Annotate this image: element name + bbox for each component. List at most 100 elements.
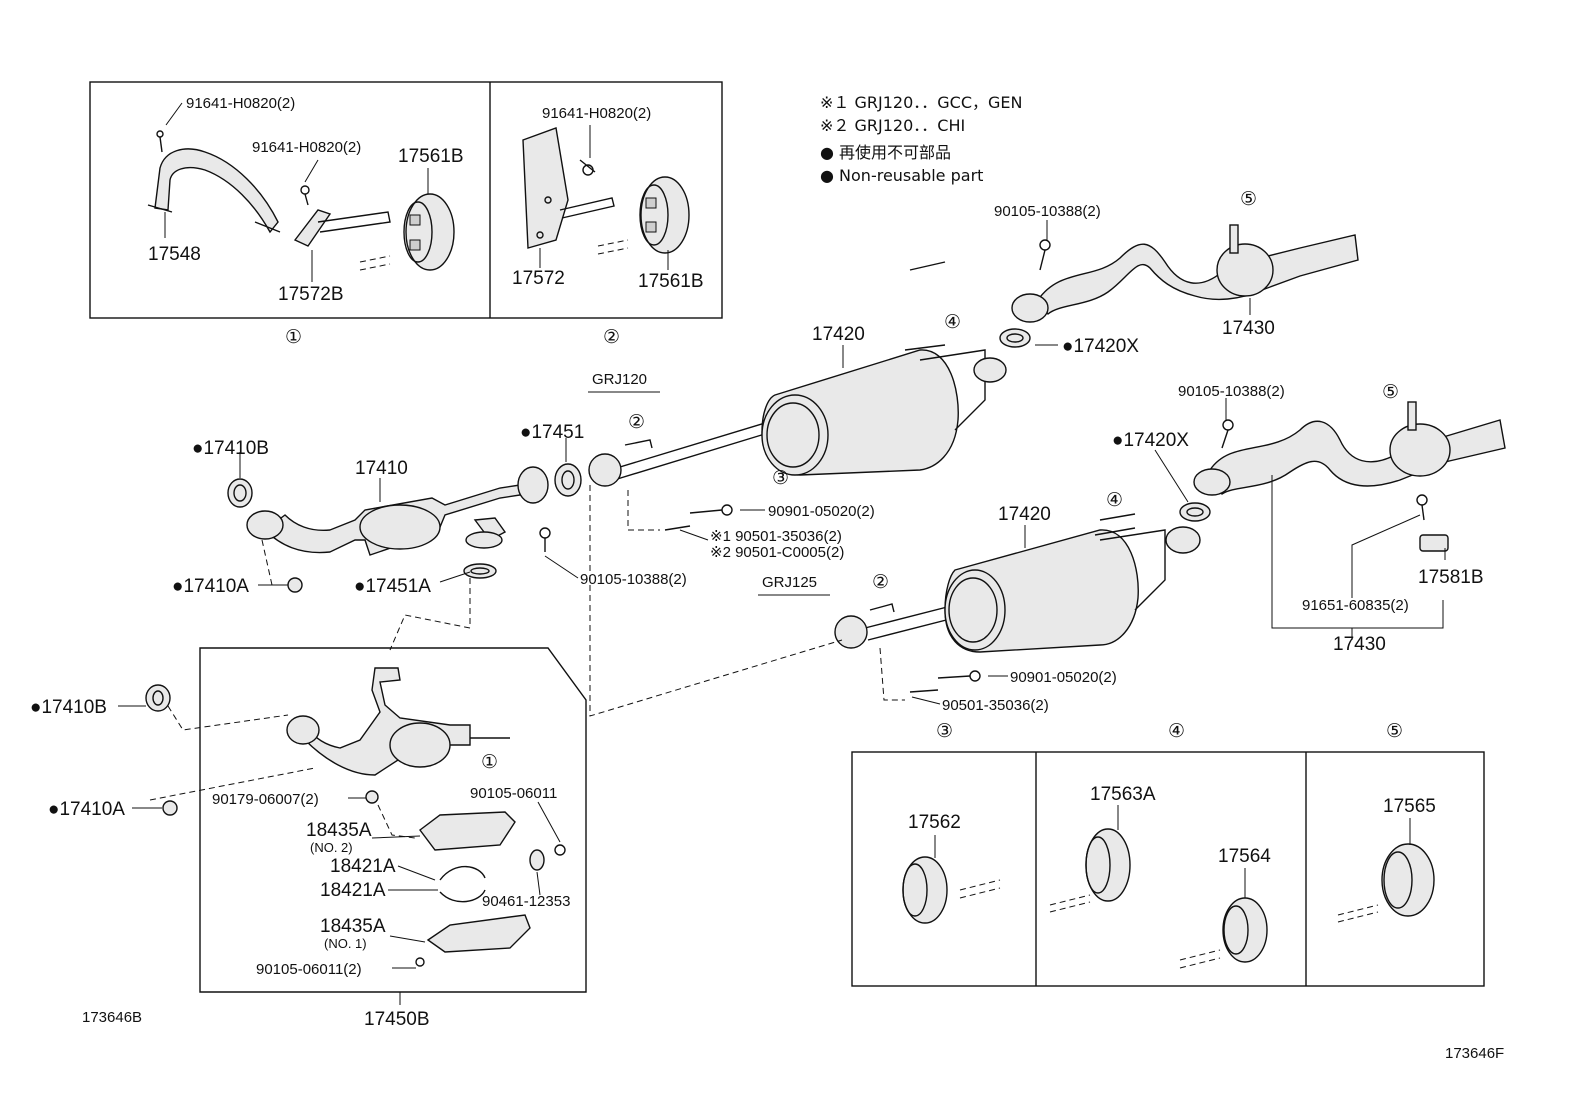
circled-3-upper: ③: [772, 468, 789, 489]
label-17420-lower: 17420: [998, 504, 1051, 525]
front-pipe-17410: [246, 466, 549, 556]
part-number-labels: 91641-H0820(2) 91641-H0820(2) 17561B 175…: [30, 95, 1484, 1030]
bolt-90901-upper: [664, 504, 733, 531]
label-17410b-lower: ●17410B: [30, 697, 107, 718]
label-90105-10388-front: 90105-10388(2): [580, 571, 687, 588]
gasket-17420x-lower: [1179, 502, 1211, 522]
label-17572b: 17572B: [278, 284, 344, 305]
box-17450b: [199, 647, 587, 993]
circled-4-box: ④: [1168, 721, 1185, 742]
box-mounts: [851, 751, 1485, 987]
note-nonreusable-jp: ● 再使用不可部品: [820, 143, 951, 162]
inset-box-hangers: [89, 81, 723, 319]
label-91641-h0820-a: 91641-H0820(2): [186, 95, 295, 112]
label-91641-h0820-b: 91641-H0820(2): [252, 139, 361, 156]
gasket-17451: [554, 463, 582, 497]
circled-3-box: ③: [936, 721, 953, 742]
label-17565: 17565: [1383, 796, 1436, 817]
rubber-mount-17564: [1179, 897, 1268, 969]
bolt-90105-10388-front: [539, 527, 551, 552]
label-90901-05020-lower: 90901-05020(2): [1010, 669, 1117, 686]
label-17410a-lower: ●17410A: [48, 799, 125, 820]
label-90179-06007: 90179-06007(2): [212, 791, 319, 808]
gasket-17451a: [463, 563, 497, 579]
label-17561b-b: 17561B: [638, 271, 704, 292]
rubber-hanger-17561b-a: [403, 193, 455, 271]
label-90105-06011-a: 90105-06011: [470, 785, 557, 802]
label-17450b: 17450B: [364, 1009, 430, 1030]
label-18435a-no1: 18435A: [320, 916, 386, 937]
label-17572: 17572: [512, 268, 565, 289]
front-pipe-17450b: [145, 667, 566, 967]
label-18421a-b: 18421A: [320, 880, 386, 901]
label-18421a-a: 18421A: [330, 856, 396, 877]
circled-1-box: ①: [285, 327, 302, 348]
figure-code-left: 173646B: [82, 1009, 142, 1026]
label-17451a: ●17451A: [354, 576, 431, 597]
muffler-17420-lower: [834, 513, 1201, 653]
circled-2-lower: ②: [872, 572, 889, 593]
label-17564: 17564: [1218, 846, 1271, 867]
rubber-hanger-17561b-b: [639, 176, 690, 254]
label-17420x-lower: ●17420X: [1112, 430, 1189, 451]
bolt-90105-10388-tail: [1039, 239, 1051, 271]
tailpipe-17430-lower: [1193, 401, 1506, 552]
label-18435a-no2: 18435A: [306, 820, 372, 841]
circled-2-upper: ②: [628, 412, 645, 433]
label-17410b-upper: ●17410B: [192, 438, 269, 459]
label-90501-35036-lower: 90501-35036(2): [942, 697, 1049, 714]
label-90105-06011-b: 90105-06011(2): [256, 961, 362, 978]
label-17420-upper: 17420: [812, 324, 865, 345]
label-grj120: GRJ120: [592, 371, 647, 388]
label-91641-h0820-c: 91641-H0820(2): [542, 105, 651, 122]
label-17410: 17410: [355, 458, 408, 479]
label-17410a-upper: ●17410A: [172, 576, 249, 597]
figure-codes: 173646B 173646F: [82, 1009, 1504, 1062]
bracket-17572b: [293, 185, 391, 271]
circled-1-lower: ①: [481, 752, 498, 773]
circled-2-box: ②: [603, 327, 620, 348]
rubber-mount-17562: [902, 856, 1001, 924]
leader-lines: [118, 102, 1446, 1005]
note-grj120-gcc-gen: ※１ GRJ120．．GCC，GEN: [820, 93, 1023, 112]
label-17581b: 17581B: [1418, 567, 1484, 588]
label-17562: 17562: [908, 812, 961, 833]
dashed-guides: [149, 485, 905, 839]
label-17430-upper: 17430: [1222, 318, 1275, 339]
circled-5-upper: ⑤: [1240, 189, 1257, 210]
hanger-bracket-17548: [147, 130, 281, 234]
label-90461-12353: 90461-12353: [482, 893, 570, 910]
tailpipe-17430-upper: [1011, 224, 1359, 323]
label-18435a-no2-sub: (NO. 2): [310, 840, 353, 855]
group-labels: GRJ120 GRJ125: [588, 371, 830, 596]
label-90105-10388-tail-upper: 90105-10388(2): [994, 203, 1101, 220]
nut-17410a-upper: [287, 577, 303, 593]
note-grj120-chi: ※２ GRJ120．．CHI: [820, 116, 965, 135]
circled-5-lower: ⑤: [1382, 382, 1399, 403]
label-90105-10388-tail-lower: 90105-10388(2): [1178, 383, 1285, 400]
rubber-mount-17565: [1337, 843, 1435, 923]
gasket-17410b-upper: [227, 478, 253, 508]
label-grj125: GRJ125: [762, 574, 817, 591]
notes-block: ※１ GRJ120．．GCC，GEN ※２ GRJ120．．CHI ● 再使用不…: [820, 93, 1023, 185]
bracket-17572: [522, 127, 629, 255]
note-nonreusable-en: ● Non-reusable part: [820, 166, 983, 185]
label-90501-35036-note1: ※1 90501-35036(2): [710, 528, 842, 545]
figure-code-right: 173646F: [1445, 1045, 1504, 1062]
circled-references: ① ② ④ ⑤ ② ③ ⑤ ④ ② ① ③ ④ ⑤: [285, 189, 1403, 773]
label-17561b-a: 17561B: [398, 146, 464, 167]
circled-5-box: ⑤: [1386, 721, 1403, 742]
label-90901-05020-upper: 90901-05020(2): [768, 503, 875, 520]
rubber-mount-17563a: [1049, 828, 1131, 913]
bolt-90105-10388-tail-lower: [1221, 419, 1234, 449]
muffler-17420-upper: [588, 261, 1007, 487]
label-17420x-upper: ●17420X: [1062, 336, 1139, 357]
gasket-17420x-upper: [999, 328, 1031, 348]
label-17430-lower: 17430: [1333, 634, 1386, 655]
label-18435a-no1-sub: (NO. 1): [324, 936, 367, 951]
label-17563a: 17563A: [1090, 784, 1156, 805]
circled-4-lower: ④: [1106, 490, 1123, 511]
label-90501-c0005-note2: ※2 90501-C0005(2): [710, 544, 844, 561]
label-17548: 17548: [148, 244, 201, 265]
